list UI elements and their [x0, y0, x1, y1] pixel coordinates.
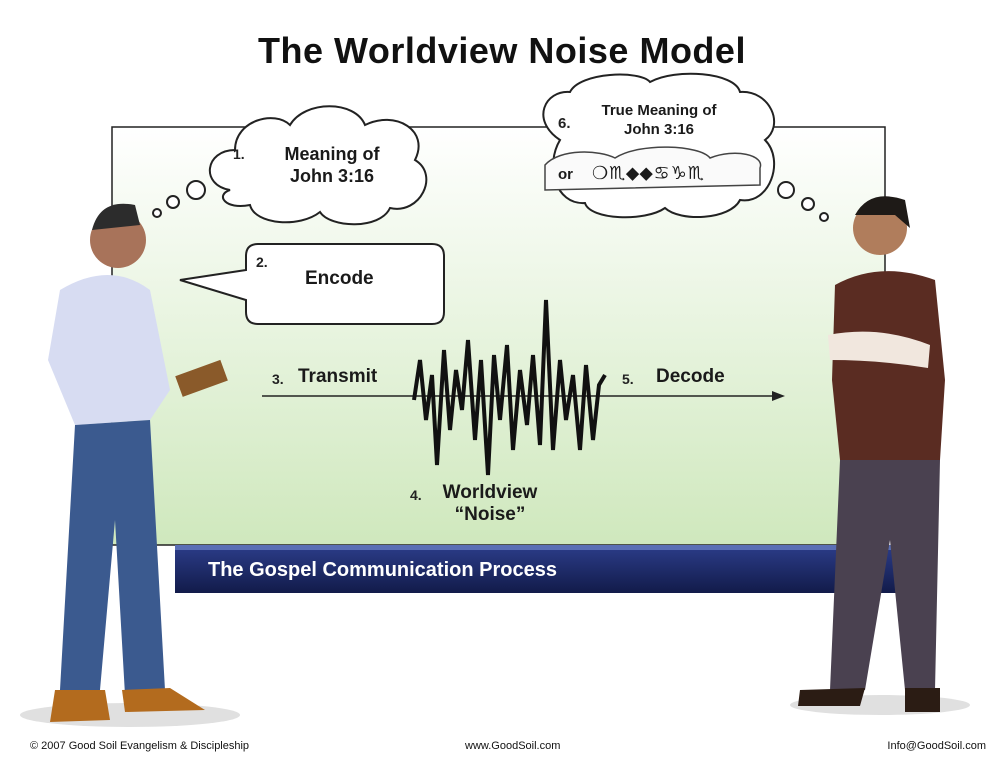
step-6-number: 6. [558, 115, 571, 132]
banner-bar [175, 545, 900, 593]
footer-website-link[interactable]: www.GoodSoil.com [465, 740, 561, 752]
banner-text: The Gospel Communication Process [208, 559, 557, 581]
footer-copyright: © 2007 Good Soil Evangelism & Disciplesh… [30, 740, 250, 752]
step-1-line2: John 3:16 [289, 166, 375, 186]
step-4-label: Worldview “Noise” [435, 482, 545, 526]
noise-waveform-icon [412, 299, 607, 476]
thought-bubble-6 [542, 72, 829, 222]
thought-bubble-1 [152, 105, 428, 226]
step-4-line2: “Noise” [454, 504, 526, 525]
speech-bubble-2 [179, 243, 445, 325]
step-6-or: or [558, 166, 573, 183]
speaker-figure [20, 203, 240, 727]
page-title: The Worldview Noise Model [258, 30, 746, 71]
step-5-label: Decode [656, 366, 725, 387]
footer-email-link[interactable]: Info@GoodSoil.com [887, 740, 986, 752]
step-2-label: Encode [305, 268, 374, 289]
step-6-line2: John 3:16 [623, 121, 695, 138]
step-5-number: 5. [622, 371, 634, 387]
garbled-meaning-text: ❍♏⬥⬥♋♑♏ [592, 163, 705, 184]
step-3-number: 3. [272, 371, 284, 387]
step-6-label: True Meaning of John 3:16 [584, 101, 734, 139]
step-1-label: Meaning of John 3:16 [262, 143, 402, 187]
step-4-number: 4. [410, 487, 422, 503]
step-3-label: Transmit [298, 366, 378, 387]
step-1-line1: Meaning of [284, 144, 380, 164]
step-6-line1: True Meaning of [601, 102, 717, 119]
listener-figure [790, 196, 970, 715]
step-2-number: 2. [256, 254, 268, 270]
step-4-line1: Worldview [442, 482, 538, 503]
step-1-number: 1. [233, 146, 245, 162]
